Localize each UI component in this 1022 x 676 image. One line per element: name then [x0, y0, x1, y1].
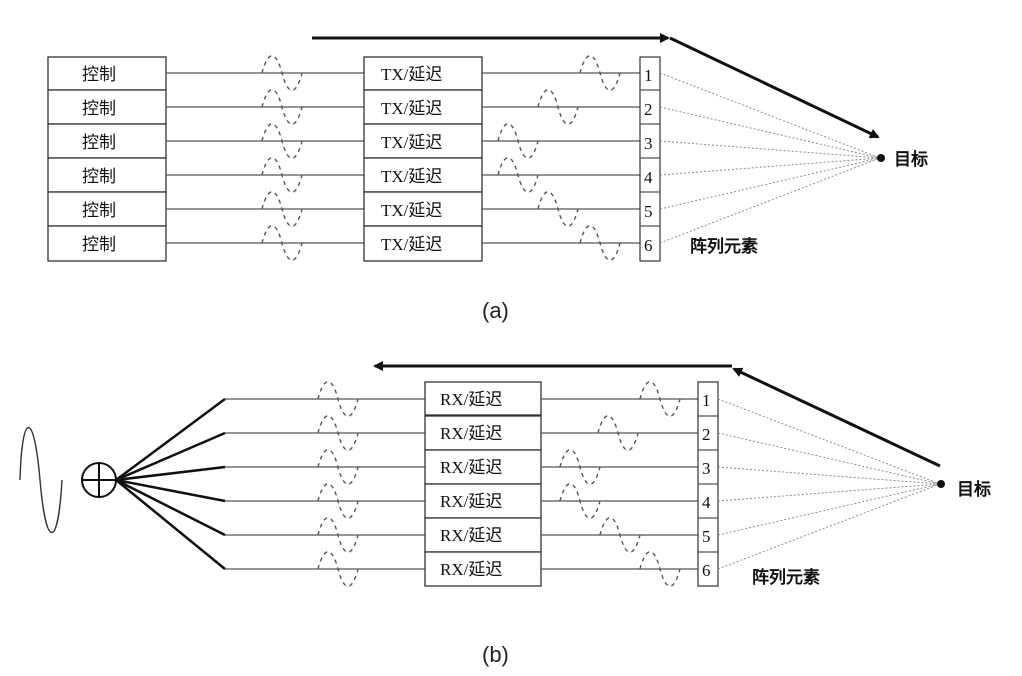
target-label-b: 目标	[957, 479, 991, 499]
control-label: 控制	[82, 133, 116, 152]
output-sine-wave	[19, 427, 63, 533]
sine-wave	[317, 483, 359, 519]
diagram-a: 控制 控制 控制 控制 控制 控制	[47, 33, 928, 323]
beam-lines	[659, 72, 881, 244]
sine-wave	[317, 517, 359, 553]
tx-delay-label: TX/延迟	[381, 65, 442, 84]
element-number: 2	[702, 425, 711, 444]
control-to-delay-lines	[166, 72, 364, 244]
target-label: 目标	[894, 149, 928, 169]
sine-wave	[497, 123, 539, 159]
element-number: 3	[702, 459, 711, 478]
sine-wave	[261, 123, 303, 159]
sine-wave	[579, 225, 621, 261]
sine-wave	[261, 55, 303, 91]
sine-wave	[579, 55, 621, 91]
control-label: 控制	[82, 65, 116, 84]
tx-delay-label: TX/延迟	[381, 201, 442, 220]
sine-wave	[317, 551, 359, 587]
control-column: 控制 控制 控制 控制 控制 控制	[47, 56, 167, 262]
rx-delay-label: RX/延迟	[440, 458, 502, 477]
sine-wave	[639, 381, 681, 417]
rx-delay-label: RX/延迟	[440, 526, 502, 545]
tx-delay-label: TX/延迟	[381, 99, 442, 118]
sine-wave	[537, 191, 579, 227]
array-elements-label-b: 阵列元素	[752, 567, 820, 587]
caption-b: (b)	[482, 642, 509, 667]
sine-wave	[261, 225, 303, 261]
array-elements-label: 阵列元素	[690, 236, 758, 256]
array-elements: 1 2 3 4 5 6	[639, 56, 661, 262]
summer-node	[81, 462, 117, 498]
element-number: 6	[644, 236, 653, 255]
target-point-b	[937, 480, 945, 488]
sine-wave	[317, 449, 359, 485]
sine-wave	[261, 89, 303, 125]
caption-a: (a)	[482, 298, 509, 323]
element-number: 1	[702, 391, 711, 410]
control-label: 控制	[82, 235, 116, 254]
tx-delay-label: TX/延迟	[381, 235, 442, 254]
sine-wave	[317, 415, 359, 451]
element-number: 4	[702, 493, 711, 512]
rx-delay-column: RX/延迟 RX/延迟 RX/延迟 RX/延迟 RX/延迟 RX/延迟	[424, 381, 542, 587]
sine-wave	[537, 89, 579, 125]
element-number: 3	[644, 134, 653, 153]
delay-to-element-lines-b	[541, 398, 698, 570]
aligned-waves	[317, 381, 359, 587]
element-number: 5	[702, 527, 711, 546]
control-label: 控制	[82, 201, 116, 220]
rx-delay-label: RX/延迟	[440, 390, 502, 409]
sine-wave	[559, 483, 601, 519]
sine-wave	[639, 551, 681, 587]
target-point	[877, 154, 885, 162]
element-number: 6	[702, 561, 711, 580]
control-label: 控制	[82, 99, 116, 118]
sine-wave	[599, 517, 641, 553]
element-number: 5	[644, 202, 653, 221]
transmit-arrow-diagonal	[669, 36, 880, 139]
diagram-b: RX/延迟 RX/延迟 RX/延迟 RX/延迟 RX/延迟 RX/延迟	[19, 361, 991, 667]
summer-fan-lines	[115, 397, 226, 570]
delay-to-element-lines	[482, 72, 640, 244]
tx-delay-column: TX/延迟 TX/延迟 TX/延迟 TX/延迟 TX/延迟 TX/延迟	[363, 56, 483, 262]
summer-to-delay-lines	[225, 398, 425, 570]
beam-lines-b	[717, 398, 941, 570]
rx-delay-label: RX/延迟	[440, 424, 502, 443]
sine-wave	[497, 157, 539, 193]
sine-wave	[597, 415, 639, 451]
element-number: 4	[644, 168, 653, 187]
array-elements-b: 1 2 3 4 5 6	[697, 381, 719, 587]
sine-wave	[261, 191, 303, 227]
receive-arrow-diagonal	[732, 367, 941, 468]
tx-delay-label: TX/延迟	[381, 133, 442, 152]
tx-delay-label: TX/延迟	[381, 167, 442, 186]
rx-delay-label: RX/延迟	[440, 560, 502, 579]
delayed-waves	[497, 55, 621, 261]
received-waves	[559, 381, 681, 587]
element-number: 1	[644, 66, 653, 85]
sine-wave	[559, 449, 601, 485]
rx-delay-label: RX/延迟	[440, 492, 502, 511]
control-label: 控制	[82, 167, 116, 186]
control-box	[47, 89, 167, 125]
sine-wave	[317, 381, 359, 417]
input-waves	[261, 55, 303, 261]
sine-wave	[261, 157, 303, 193]
element-number: 2	[644, 100, 653, 119]
